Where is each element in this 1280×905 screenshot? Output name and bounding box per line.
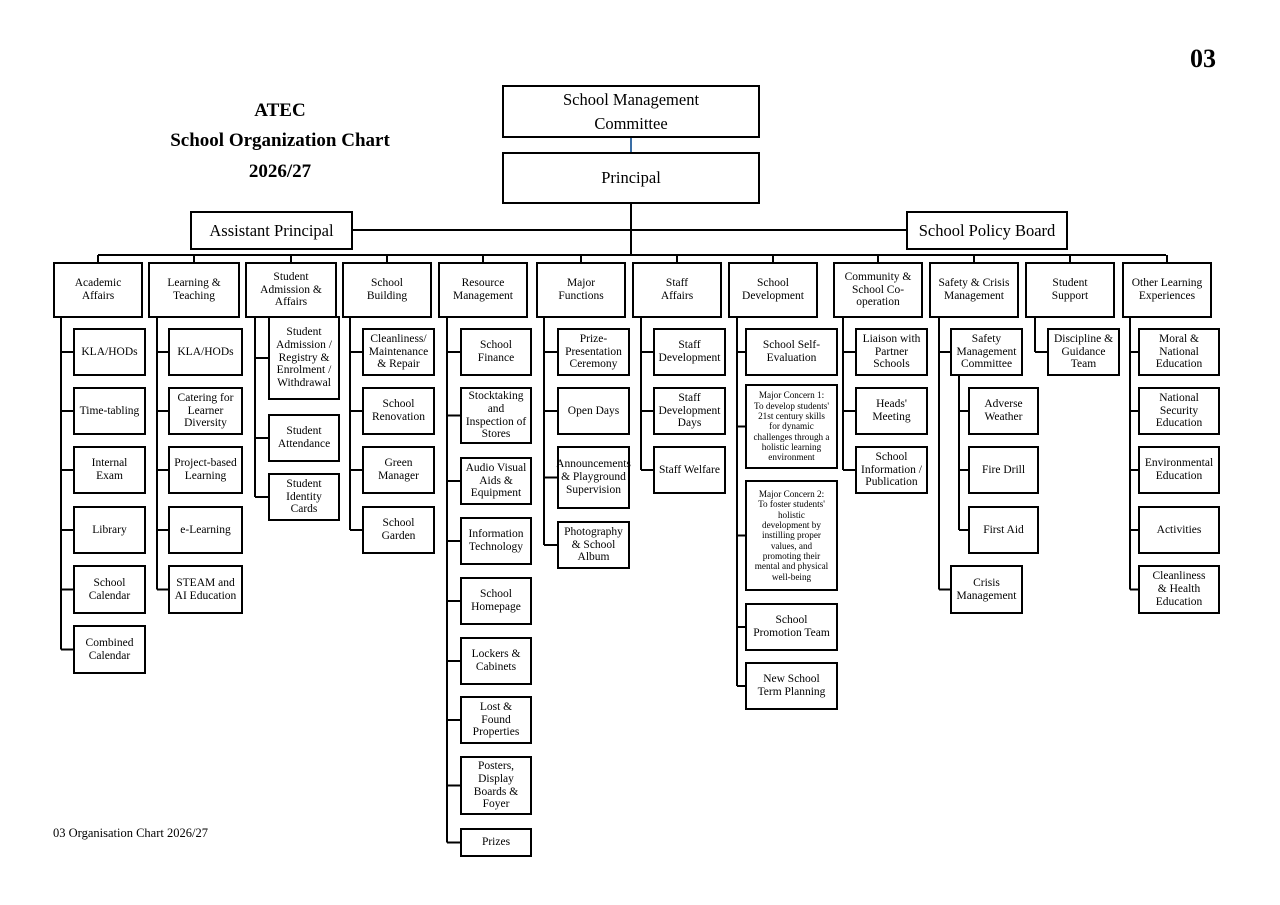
policy-board-box: School Policy Board: [906, 211, 1068, 250]
assistant-principal-box: Assistant Principal: [190, 211, 353, 250]
column-8-item-0: Liaison with Partner Schools: [855, 328, 928, 376]
column-7-item-3: School Promotion Team: [745, 603, 838, 651]
column-11-item-0: Moral & National Education: [1138, 328, 1220, 376]
column-1-item-3: e-Learning: [168, 506, 243, 554]
smc-box: School Management Committee: [502, 85, 760, 138]
column-3-item-1: School Renovation: [362, 387, 435, 435]
column-3-item-0: Cleanliness/ Maintenance & Repair: [362, 328, 435, 376]
column-3-item-2: Green Manager: [362, 446, 435, 494]
column-heading-3: School Building: [342, 262, 432, 318]
column-8-item-1: Heads' Meeting: [855, 387, 928, 435]
column-4-item-0: School Finance: [460, 328, 532, 376]
column-9-item-1: Adverse Weather: [968, 387, 1039, 435]
column-2-item-0: Student Admission / Registry & Enrolment…: [268, 316, 340, 400]
column-3-item-3: School Garden: [362, 506, 435, 554]
column-5-item-1: Open Days: [557, 387, 630, 435]
column-2-item-2: Student Identity Cards: [268, 473, 340, 521]
chart-title-line-1: ATEC: [254, 100, 306, 121]
column-heading-10: Student Support: [1025, 262, 1115, 318]
column-11-item-2: Environmental Education: [1138, 446, 1220, 494]
column-8-item-2: School Information / Publication: [855, 446, 928, 494]
column-heading-5: Major Functions: [536, 262, 626, 318]
column-1-item-4: STEAM and AI Education: [168, 565, 243, 614]
column-6-item-0: Staff Development: [653, 328, 726, 376]
column-4-item-3: Information Technology: [460, 517, 532, 565]
column-7-item-1: Major Concern 1: To develop students' 21…: [745, 384, 838, 469]
column-4-item-5: Lockers & Cabinets: [460, 637, 532, 685]
column-7-item-0: School Self- Evaluation: [745, 328, 838, 376]
column-5-item-0: Prize- Presentation Ceremony: [557, 328, 630, 376]
column-9-item-4: Crisis Management: [950, 565, 1023, 614]
column-heading-1: Learning & Teaching: [148, 262, 240, 318]
column-7-item-4: New School Term Planning: [745, 662, 838, 710]
column-1-item-2: Project-based Learning: [168, 446, 243, 494]
column-9-item-3: First Aid: [968, 506, 1039, 554]
column-heading-9: Safety & Crisis Management: [929, 262, 1019, 318]
column-5-item-2: Announcements & Playground Supervision: [556, 446, 631, 509]
footer-caption: 03 Organisation Chart 2026/27: [53, 826, 208, 840]
column-0-item-4: School Calendar: [73, 565, 146, 614]
column-4-item-4: School Homepage: [460, 577, 532, 625]
column-0-item-3: Library: [73, 506, 146, 554]
column-heading-8: Community & School Co- operation: [833, 262, 923, 318]
principal-box: Principal: [502, 152, 760, 204]
page-number: 03: [1190, 44, 1216, 73]
column-11-item-1: National Security Education: [1138, 387, 1220, 435]
column-6-item-2: Staff Welfare: [653, 446, 726, 494]
column-9-item-0: Safety Management Committee: [950, 328, 1023, 376]
column-0-item-1: Time-tabling: [73, 387, 146, 435]
column-7-item-2: Major Concern 2: To foster students' hol…: [745, 480, 838, 591]
column-11-item-3: Activities: [1138, 506, 1220, 554]
column-11-item-4: Cleanliness & Health Education: [1138, 565, 1220, 614]
column-heading-6: Staff Affairs: [632, 262, 722, 318]
column-heading-2: Student Admission & Affairs: [245, 262, 337, 318]
column-6-item-1: Staff Development Days: [653, 387, 726, 435]
column-heading-11: Other Learning Experiences: [1122, 262, 1212, 318]
column-0-item-0: KLA/HODs: [73, 328, 146, 376]
column-1-item-1: Catering for Learner Diversity: [168, 387, 243, 435]
column-heading-0: Academic Affairs: [53, 262, 143, 318]
column-10-item-0: Discipline & Guidance Team: [1047, 328, 1120, 376]
column-4-item-6: Lost & Found Properties: [460, 696, 532, 744]
column-5-item-3: Photography & School Album: [557, 521, 630, 569]
chart-title-line-3: 2026/27: [248, 160, 312, 182]
column-0-item-5: Combined Calendar: [73, 625, 146, 674]
column-heading-4: Resource Management: [438, 262, 528, 318]
column-1-item-0: KLA/HODs: [168, 328, 243, 376]
column-heading-7: School Development: [728, 262, 818, 318]
column-4-item-8: Prizes: [460, 828, 532, 857]
column-2-item-1: Student Attendance: [268, 414, 340, 462]
column-4-item-7: Posters, Display Boards & Foyer: [460, 756, 532, 815]
column-4-item-1: Stocktaking and Inspection of Stores: [460, 387, 532, 444]
column-0-item-2: Internal Exam: [73, 446, 146, 494]
chart-title: ATEC School Organization Chart 2026/27: [150, 96, 410, 187]
column-9-item-2: Fire Drill: [968, 446, 1039, 494]
column-4-item-2: Audio Visual Aids & Equipment: [460, 457, 532, 505]
chart-title-line-2: School Organization Chart: [170, 130, 390, 152]
